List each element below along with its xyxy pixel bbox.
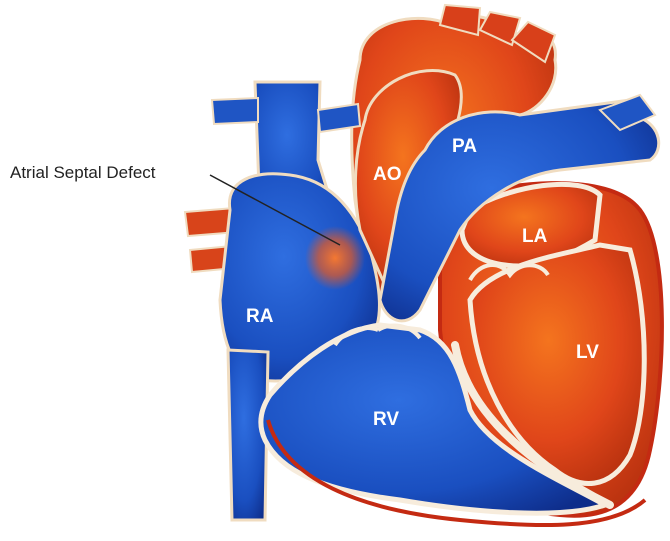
vein-branch-right <box>318 104 360 132</box>
vein-branch-left <box>212 98 258 124</box>
annotation-text: Atrial Septal Defect <box>10 163 156 182</box>
label-lv: LV <box>576 342 599 363</box>
label-ra: RA <box>246 306 274 327</box>
label-pa: PA <box>452 136 477 157</box>
label-la: LA <box>522 226 548 247</box>
atrial-septal-defect <box>305 226 365 290</box>
label-rv: RV <box>373 409 399 430</box>
label-ao: AO <box>373 164 402 185</box>
